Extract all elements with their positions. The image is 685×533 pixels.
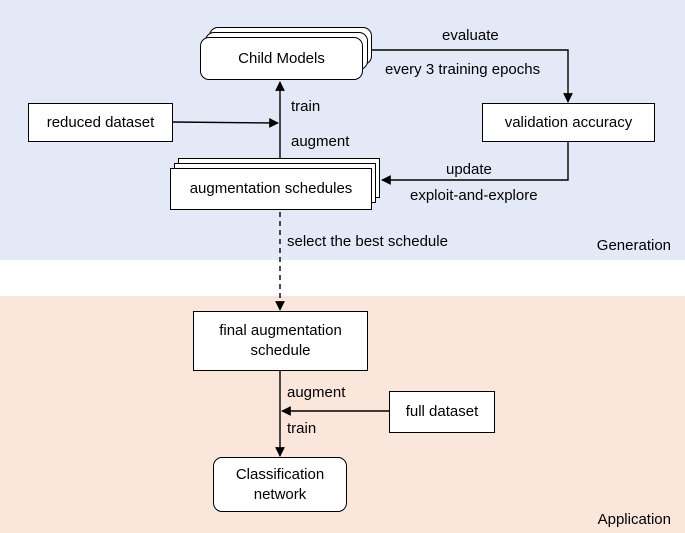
reduced-dataset-arrow xyxy=(171,118,279,128)
reduced-dataset-box: reduced dataset xyxy=(28,103,173,142)
classification-line2: network xyxy=(253,485,307,503)
every-epochs-label: every 3 training epochs xyxy=(385,61,541,78)
validation-accuracy-label: validation accuracy xyxy=(504,113,633,131)
child-models-label: Child Models xyxy=(238,49,325,67)
augmentation-schedules-label: augmentation schedules xyxy=(189,180,353,197)
generation-label: Generation xyxy=(596,237,671,254)
train-top-label: train xyxy=(291,98,321,115)
child-models-box: Child Models xyxy=(200,37,363,80)
classification-line1: Classification xyxy=(235,465,325,483)
update-arrow xyxy=(381,140,569,185)
augmentation-schedules-box: augmentation schedules xyxy=(170,168,372,210)
augment-top-label: augment xyxy=(291,133,350,150)
application-label: Application xyxy=(597,511,671,528)
final-schedule-line1: final augmentation xyxy=(219,322,342,339)
reduced-dataset-label: reduced dataset xyxy=(46,113,155,131)
train-bottom-label: train xyxy=(287,420,317,437)
validation-accuracy-box: validation accuracy xyxy=(482,103,655,142)
exploit-explore-label: exploit-and-explore xyxy=(410,187,538,204)
evaluate-label: evaluate xyxy=(442,27,499,44)
classification-network-box: Classification network xyxy=(213,457,347,512)
select-best-label: select the best schedule xyxy=(287,233,448,250)
evaluate-arrow xyxy=(368,49,573,103)
full-dataset-label: full dataset xyxy=(405,403,479,420)
update-label: update xyxy=(446,161,492,178)
final-schedule-box: final augmentation schedule xyxy=(193,311,368,371)
augment-bottom-label: augment xyxy=(287,384,346,401)
final-schedule-line2: schedule xyxy=(250,342,311,359)
full-dataset-box: full dataset xyxy=(389,391,495,433)
